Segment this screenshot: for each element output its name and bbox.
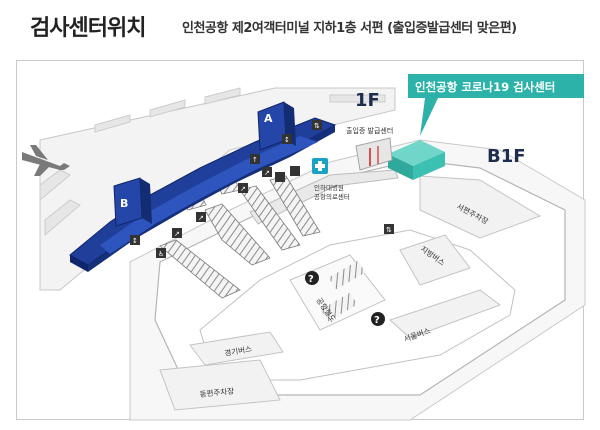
- callout-label: 인천공항 코로나19 검사센터: [415, 80, 555, 94]
- terminal-building: [69, 101, 337, 272]
- svg-text:↗: ↗: [264, 169, 270, 177]
- floor-label-1f: 1F: [355, 90, 380, 111]
- medical-icon: [312, 158, 328, 174]
- svg-text:♿: ♿: [158, 250, 164, 258]
- svg-text:?: ?: [374, 315, 380, 326]
- svg-text:↗: ↗: [198, 214, 204, 222]
- svg-text:↑: ↑: [252, 156, 258, 164]
- floor-label-b1f: B1F: [487, 146, 526, 167]
- svg-text:⇅: ⇅: [314, 122, 320, 130]
- service-icons: [130, 120, 394, 258]
- airplane-icon: [22, 145, 70, 176]
- b1f-floor: [129, 139, 586, 421]
- test-center-callout: [408, 74, 584, 136]
- info-question-icons: [305, 271, 385, 326]
- svg-text:↕: ↕: [284, 136, 290, 144]
- test-center-box: [388, 140, 445, 180]
- svg-text:↗: ↗: [240, 185, 246, 193]
- id-center: [355, 137, 393, 171]
- page-subtitle: 인천공항 제2여객터미널 지하1층 서편 (출입증발급센터 맞은편): [182, 21, 517, 36]
- medical-center-line2: 공항의료센터: [314, 192, 350, 201]
- svg-text:↕: ↕: [132, 237, 138, 245]
- page-title: 검사센터위치: [30, 16, 146, 41]
- header: 검사센터위치 인천공항 제2여객터미널 지하1층 서편 (출입증발급센터 맞은편…: [0, 0, 600, 58]
- svg-text:⇅: ⇅: [386, 226, 392, 234]
- apron: [39, 87, 396, 291]
- svg-text:?: ?: [308, 274, 314, 285]
- gate-b-label: B: [120, 197, 128, 210]
- east-parking-label: 동편주차장: [199, 385, 234, 399]
- svg-text:↗: ↗: [174, 230, 180, 238]
- medical-center-line1: 인하대병원: [314, 183, 344, 192]
- id-center-label: 출입증 발급센터: [346, 126, 393, 135]
- gate-a-label: A: [264, 112, 273, 125]
- gyeonggi-bus-label: 경기버스: [224, 343, 253, 358]
